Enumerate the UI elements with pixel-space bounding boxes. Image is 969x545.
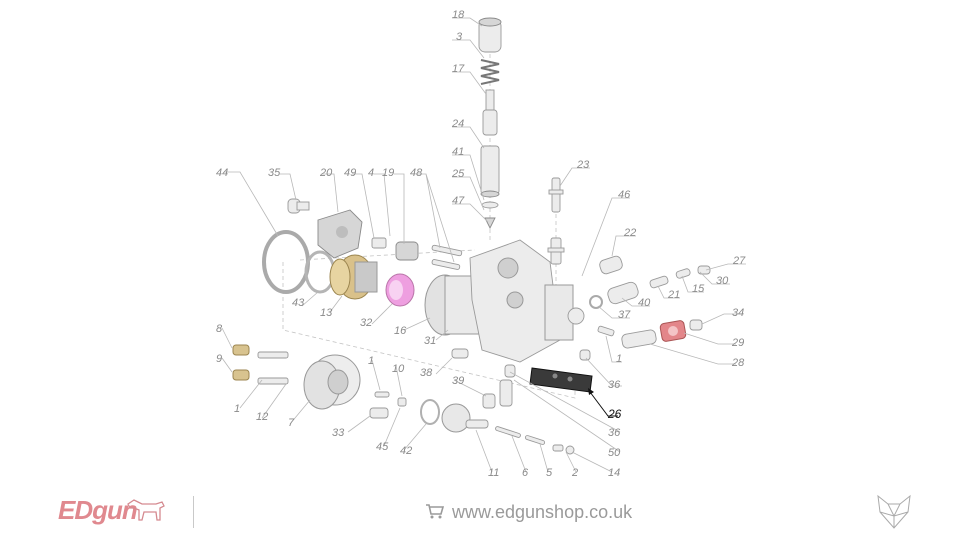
part-35-screw: [287, 198, 310, 214]
part-39-36-pins: [482, 364, 516, 409]
part-48-pins: [431, 244, 463, 270]
part-6-5-2-small: [495, 426, 575, 455]
callout: 30: [716, 275, 729, 287]
brand-gun: gun: [92, 495, 138, 525]
callout: 21: [667, 289, 680, 301]
part-40-cylinder: [607, 281, 639, 305]
callout: 18: [452, 9, 465, 21]
callout: 38: [420, 367, 433, 379]
callout: 8: [216, 323, 223, 335]
callout: 1: [234, 403, 240, 415]
part-37-washer: [567, 295, 603, 325]
callout: 14: [608, 467, 620, 479]
part-7-housing: [303, 354, 361, 410]
part-44-oring: [262, 230, 310, 294]
callout: 28: [731, 357, 745, 369]
callout: 5: [546, 467, 553, 479]
callout: 4: [368, 167, 374, 179]
callout: 11: [488, 467, 499, 479]
callout: 15: [692, 283, 705, 295]
callout: 1: [368, 355, 374, 367]
callout: 36: [608, 379, 621, 391]
callout: 36: [608, 427, 621, 439]
callout: 40: [638, 297, 651, 309]
part-3-spring: [480, 59, 500, 85]
callout: 12: [256, 411, 268, 423]
callout: 33: [332, 427, 345, 439]
brand-ed: ED: [58, 495, 93, 525]
callout: 6: [522, 467, 529, 479]
part-23-stem: [547, 177, 565, 265]
website-link[interactable]: www.edgunshop.co.uk: [452, 502, 633, 522]
part-11-bulb: [441, 403, 489, 433]
callout-highlighted: 26: [607, 407, 622, 421]
callout: 41: [452, 146, 464, 158]
callout: 17: [452, 63, 465, 75]
part-29-red-nut: [659, 320, 687, 342]
callout: 10: [392, 363, 405, 375]
part-13-brass-regulator: [329, 254, 378, 300]
part-18-cap: [478, 17, 502, 53]
callout: 24: [451, 118, 464, 130]
main-body: [424, 239, 574, 363]
callout: 23: [576, 159, 590, 171]
dog-logo-icon: [127, 499, 165, 521]
part-41-25-oring: [481, 201, 499, 230]
part-20-bracket: [317, 209, 363, 259]
callout: 48: [410, 167, 423, 179]
part-8-9-brass-fittings: [232, 344, 289, 385]
callout-labels: 18 3 17 24 41 25 47 23 46 22 27 30 15 21…: [216, 9, 746, 479]
callout: 22: [623, 227, 636, 239]
part-22-nut: [599, 255, 623, 275]
callout: 20: [319, 167, 333, 179]
callout: 37: [618, 309, 631, 321]
part-4-19-small-parts: [371, 237, 419, 261]
callout: 42: [400, 445, 412, 457]
callout: 34: [732, 307, 744, 319]
callout: 31: [424, 335, 436, 347]
callout: 29: [731, 337, 744, 349]
edgun-logo[interactable]: EDgun: [58, 495, 138, 526]
callout: 27: [732, 255, 746, 267]
callout: 16: [394, 325, 407, 337]
callout: 1: [616, 353, 622, 365]
part-1-36-pins-right: [579, 325, 615, 361]
callout: 2: [571, 467, 578, 479]
fox-logo-icon: [877, 494, 911, 529]
callout: 25: [451, 168, 465, 180]
part-43-oring: [304, 250, 336, 294]
part-28-plug: [621, 329, 657, 349]
callout: 39: [452, 375, 464, 387]
footer-divider: [193, 496, 194, 528]
callout: 44: [216, 167, 228, 179]
callout: 13: [320, 307, 333, 319]
callout: 45: [376, 441, 389, 453]
callout: 3: [456, 31, 463, 43]
part-33-10-screws: [369, 391, 407, 419]
leader-lines: [221, 17, 746, 473]
callout: 35: [268, 167, 281, 179]
part-42-oring: [420, 399, 440, 425]
callout: 32: [360, 317, 372, 329]
callout: 7: [288, 417, 295, 429]
callout: 19: [382, 167, 394, 179]
callout: 46: [618, 189, 631, 201]
part-34-screw: [689, 319, 703, 331]
callout: 49: [344, 167, 356, 179]
part-21-15-30-27: [649, 265, 711, 289]
part-32-pink-ring: [385, 273, 415, 307]
part-38-45: [451, 348, 469, 359]
callout: 47: [452, 195, 465, 207]
part-24-sleeve: [480, 145, 500, 198]
callout: 50: [608, 447, 621, 459]
shopping-cart-icon: [426, 504, 445, 519]
callout: 9: [216, 353, 222, 365]
part-17-pin: [482, 89, 498, 136]
callout: 43: [292, 297, 305, 309]
